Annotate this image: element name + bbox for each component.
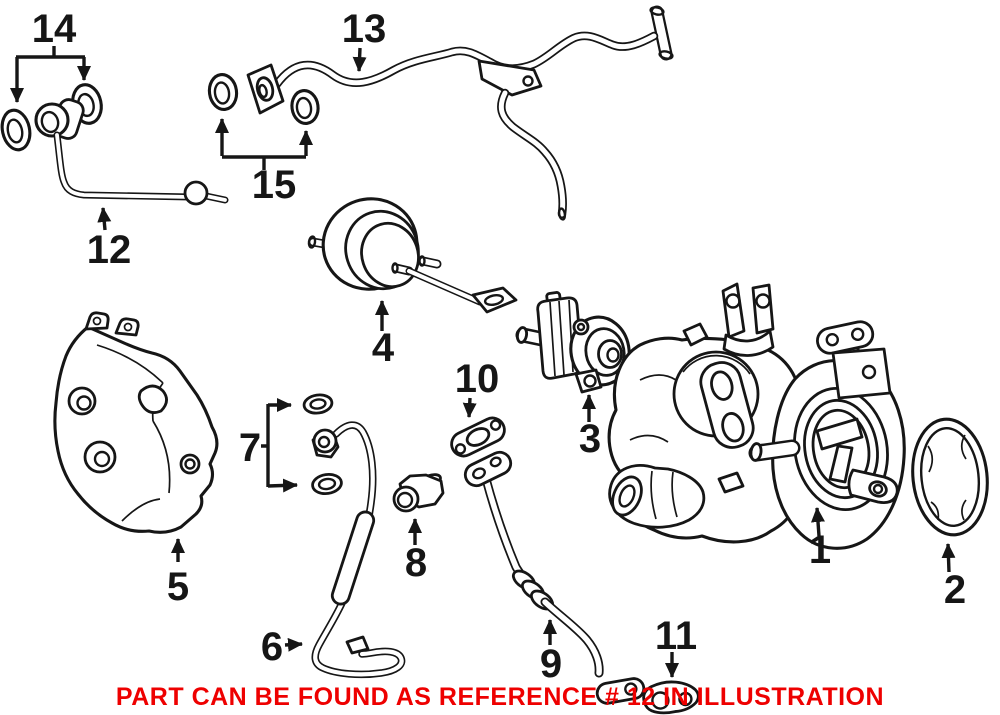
callout-13-number: 13 <box>342 7 387 51</box>
callout-2-arrow <box>941 543 956 573</box>
callout-8: 8 <box>405 518 427 585</box>
callout-2: 2 <box>941 543 966 612</box>
callout-12-arrow <box>97 207 112 231</box>
callout-7: 7 <box>239 398 298 493</box>
callout-3-number: 3 <box>579 417 601 461</box>
callout-15: 15 <box>215 118 313 207</box>
part-15-seal-rings <box>207 73 320 125</box>
part-13-hose <box>246 5 674 221</box>
part-4-actuator <box>307 197 518 314</box>
part-12-pipe <box>34 98 229 206</box>
callout-6-arrow <box>284 637 303 652</box>
callout-12: 12 <box>87 207 132 272</box>
callout-4: 4 <box>372 300 395 370</box>
callout-4-number: 4 <box>372 326 395 370</box>
callout-13: 13 <box>342 7 387 72</box>
callout-1-number: 1 <box>809 528 831 572</box>
callout-9-number: 9 <box>540 642 562 686</box>
callout-15-number: 15 <box>252 163 297 207</box>
callout-7-number: 7 <box>239 426 261 470</box>
part-10-gaskets <box>450 416 513 488</box>
callout-7-arrow-bottom <box>267 478 298 493</box>
part-8-fitting <box>392 473 445 513</box>
callout-12-number: 12 <box>87 228 132 272</box>
part-3-valve <box>515 291 631 394</box>
callout-14-number: 14 <box>32 7 77 51</box>
part-5-heat-shield <box>53 311 219 534</box>
callout-1: 1 <box>809 507 831 572</box>
callout-14-bracket <box>16 46 85 59</box>
callout-14: 14 <box>10 7 91 103</box>
callout-5: 5 <box>167 538 189 609</box>
callout-10-number: 10 <box>455 357 500 401</box>
callout-1-arrow <box>811 507 825 537</box>
callout-7-bracket <box>261 404 270 487</box>
callout-10: 10 <box>455 357 500 418</box>
part-6-pipe <box>311 421 406 679</box>
part-7-washers <box>302 393 343 496</box>
callout-8-number: 8 <box>405 541 427 585</box>
callout-11-number: 11 <box>655 614 697 658</box>
callout-13-arrow <box>352 47 367 72</box>
callout-9: 9 <box>540 619 562 686</box>
callout-6: 6 <box>261 625 303 669</box>
callout-2-number: 2 <box>944 568 966 612</box>
callout-11: 11 <box>655 614 697 678</box>
part-1-turbocharger <box>607 282 906 550</box>
part-9-pipe <box>481 474 646 705</box>
callout-6-number: 6 <box>261 625 283 669</box>
reference-caption: PART CAN BE FOUND AS REFERENCE # 12 IN I… <box>116 683 884 711</box>
callout-10-arrow <box>462 397 477 418</box>
part-11-gasket <box>642 680 700 715</box>
callout-5-number: 5 <box>167 565 189 609</box>
callout-15-bracket <box>222 155 306 170</box>
callout-3: 3 <box>579 394 601 461</box>
part-2-gasket-ring <box>911 417 989 537</box>
